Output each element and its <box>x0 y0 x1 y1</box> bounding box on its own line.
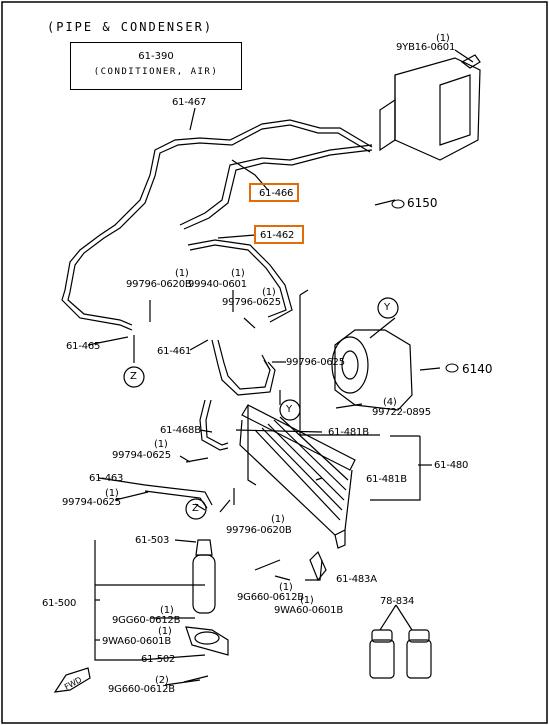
part-99794-0625-a[interactable]: 99794-0625 <box>112 450 171 461</box>
qty-99794b: (1) <box>105 488 119 499</box>
part-61-461[interactable]: 61-461 <box>157 346 192 357</box>
highlight-61-466 <box>249 183 299 202</box>
qty-99794a: (1) <box>154 439 168 450</box>
part-9wa60-0601b-a[interactable]: 9WA60-0601B <box>274 605 343 616</box>
part-99796-0625-a[interactable]: 99796-0625 <box>222 297 281 308</box>
part-61-483a[interactable]: 61-483A <box>336 574 377 585</box>
part-99940-0601[interactable]: 99940-0601 <box>188 279 247 290</box>
qty-99940: (1) <box>231 268 245 279</box>
part-61-468b[interactable]: 61-468B <box>160 425 201 436</box>
callout-z-top: Z <box>130 371 137 382</box>
part-99796-0620b-b[interactable]: 99796-0620B <box>226 525 292 536</box>
part-9g660-0612b-b[interactable]: 9G660-0612B <box>108 684 175 695</box>
part-61-462[interactable]: 61-462 <box>260 230 295 241</box>
qty-99722: (4) <box>383 397 397 408</box>
callout-y-mid: Y <box>286 404 292 415</box>
qty-9yb16: (1) <box>436 33 450 44</box>
qty-99796d: (1) <box>271 514 285 525</box>
qty-99796a: (1) <box>175 268 189 279</box>
part-61-466[interactable]: 61-466 <box>259 188 294 199</box>
diagram-title: (PIPE & CONDENSER) <box>47 20 214 34</box>
part-99796-0625-b[interactable]: 99796-0625 <box>286 357 345 368</box>
part-99794-0625-b[interactable]: 99794-0625 <box>62 497 121 508</box>
part-61-465[interactable]: 61-465 <box>66 341 101 352</box>
callout-z-bottom: Z <box>192 503 199 514</box>
callout-y-top: Y <box>384 302 390 313</box>
part-9g660-0612b-a[interactable]: 9G660-0612B <box>237 592 304 603</box>
part-61-502[interactable]: 61-502 <box>141 654 176 665</box>
qty-9wa60a: (1) <box>300 595 314 606</box>
highlight-61-462 <box>254 225 304 244</box>
qty-9g660a: (1) <box>279 582 293 593</box>
part-99722-0895[interactable]: 99722-0895 <box>372 407 431 418</box>
part-61-467[interactable]: 61-467 <box>172 97 207 108</box>
part-61-481b-b[interactable]: 61-481B <box>366 474 407 485</box>
caption-box: 61-390 (CONDITIONER, AIR) <box>70 42 242 90</box>
qty-99796b: (1) <box>262 287 276 298</box>
qty-9g660b: (2) <box>155 675 169 686</box>
ref-6140[interactable]: 6140 <box>462 362 493 376</box>
part-61-503[interactable]: 61-503 <box>135 535 170 546</box>
caption-name: (CONDITIONER, AIR) <box>93 67 219 77</box>
part-61-481b-a[interactable]: 61-481B <box>328 427 369 438</box>
part-9gg60-0612b[interactable]: 9GG60-0612B <box>112 615 181 626</box>
caption-code: 61-390 <box>138 51 174 62</box>
part-9yb16-0601[interactable]: 9YB16-0601 <box>396 42 456 53</box>
ref-6150[interactable]: 6150 <box>407 196 438 210</box>
part-78-834[interactable]: 78-834 <box>380 596 415 607</box>
part-61-500[interactable]: 61-500 <box>42 598 77 609</box>
qty-9gg60: (1) <box>160 605 174 616</box>
part-99796-0620b-a[interactable]: 99796-0620B <box>126 279 192 290</box>
qty-9wa60b: (1) <box>158 626 172 637</box>
part-61-463[interactable]: 61-463 <box>89 473 124 484</box>
part-9wa60-0601b-b[interactable]: 9WA60-0601B <box>102 636 171 647</box>
part-61-480[interactable]: 61-480 <box>434 460 469 471</box>
